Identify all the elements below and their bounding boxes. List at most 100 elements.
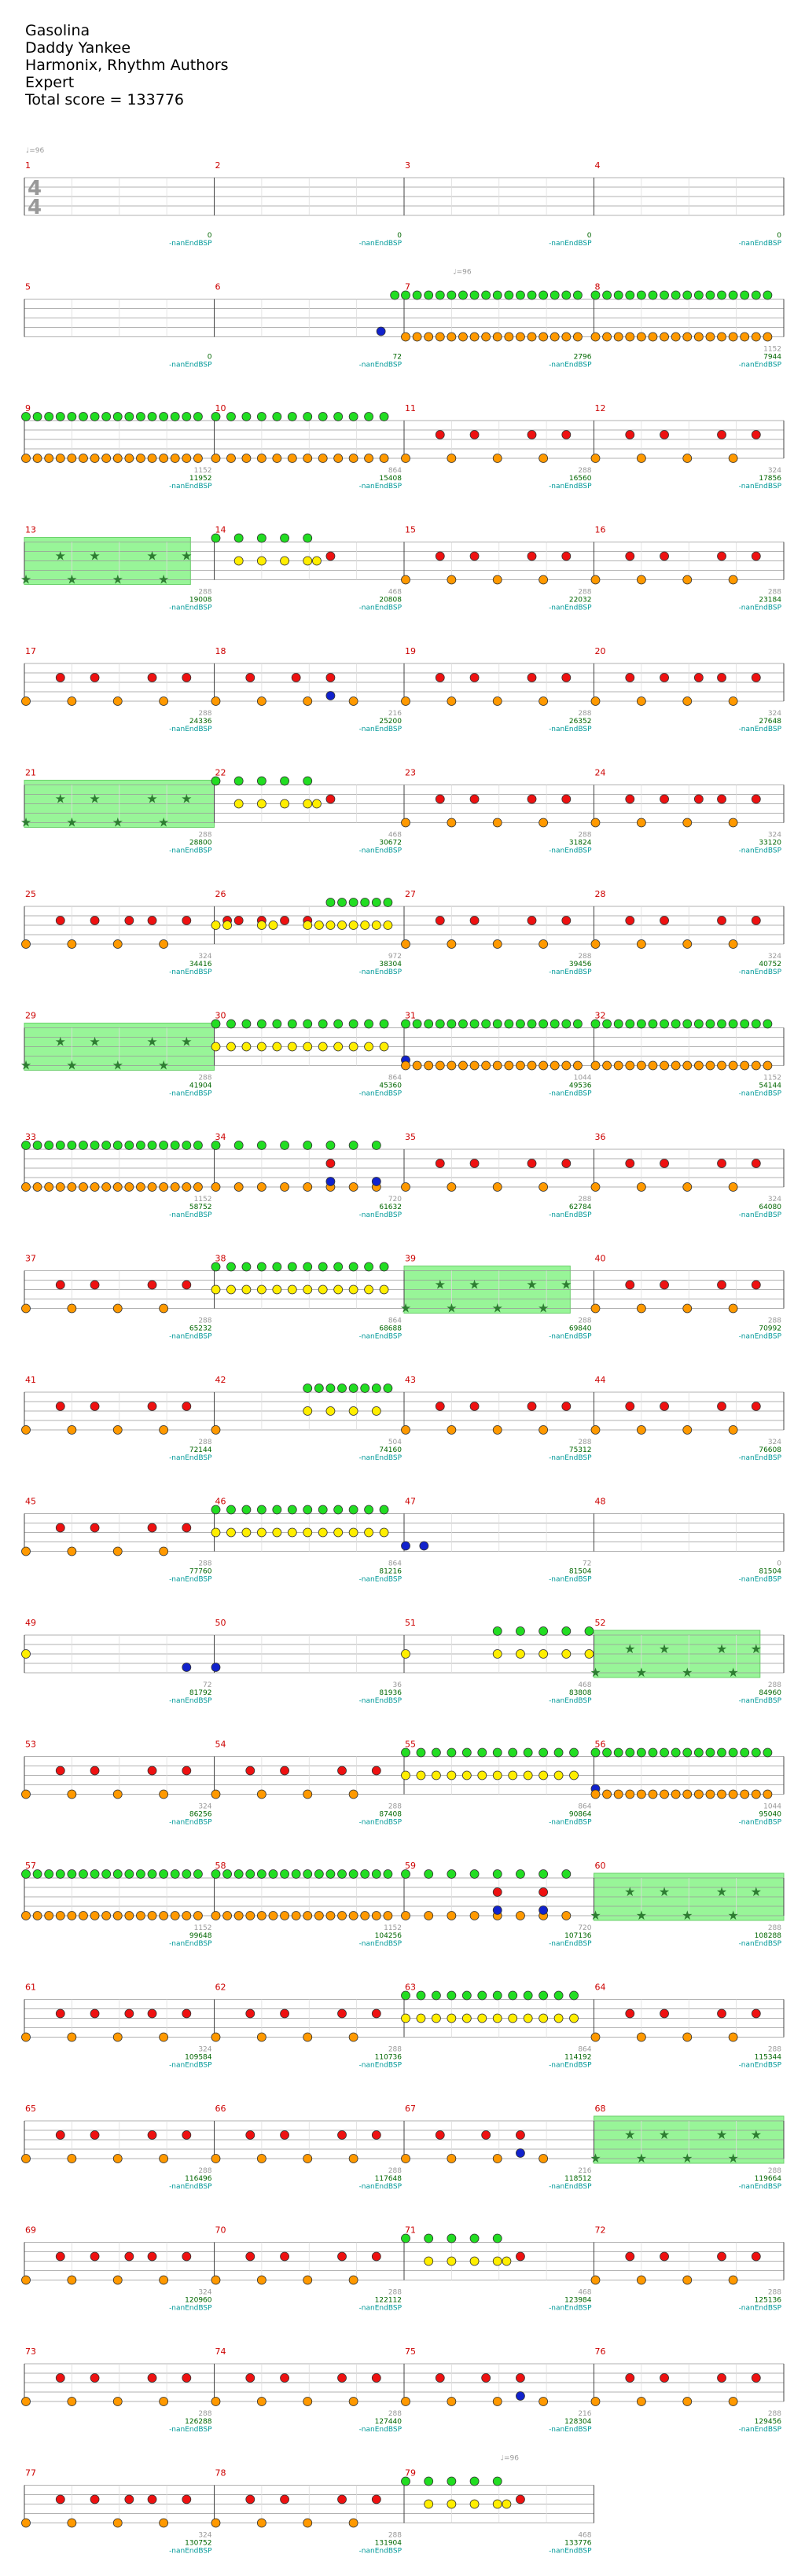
star-note-icon: ★ [682,1908,693,1923]
red-note [182,916,192,925]
orange-note [636,2275,646,2285]
star-note-icon: ★ [435,1277,446,1292]
orange-note [112,2154,123,2163]
measure-score: 126288 [185,2418,212,2426]
measure-nan: -nanEndBSP [549,968,592,976]
yellow-note [312,556,322,566]
red-note [371,2373,381,2383]
measure-number: 24 [595,768,606,778]
yellow-note [447,2499,457,2509]
red-note [371,2008,381,2019]
orange-note [55,1911,65,1920]
time-sig-numerator: 4 [28,177,42,200]
green-note [539,1626,549,1636]
green-note [280,1869,289,1879]
measure-number: 77 [25,2468,36,2479]
orange-note [55,1182,65,1192]
measure-number: 65 [25,2104,36,2114]
red-note [660,1159,669,1168]
green-note [303,1262,313,1272]
yellow-note [280,556,289,566]
orange-note [539,939,549,949]
red-note [561,551,572,561]
measure-score: 81936 [379,1689,402,1697]
orange-note [492,818,502,828]
yellow-note [539,1770,549,1780]
orange-note [21,1546,31,1556]
red-note [182,2251,192,2262]
measure-number: 18 [215,646,226,656]
orange-note [401,332,410,342]
green-note [539,1019,549,1029]
yellow-note [364,1042,373,1052]
orange-note [492,939,502,949]
orange-note [112,1425,123,1435]
orange-note [728,818,738,828]
measure-score: 0 [208,354,212,362]
red-note [147,2130,157,2140]
red-note [371,1766,381,1776]
yellow-note [492,2013,502,2023]
measure-nan: -nanEndBSP [169,240,212,248]
measure-score: 0 [777,232,781,240]
orange-note [602,1060,612,1071]
green-note [671,1019,681,1029]
green-note [469,1869,480,1879]
orange-note [751,332,761,342]
star-note-icon: ★ [538,1301,549,1316]
orange-note [447,1060,457,1071]
orange-note [412,1060,422,1071]
green-note [211,533,221,543]
measure-nan: -nanEndBSP [359,604,402,612]
green-note [124,412,134,421]
star-note-icon: ★ [636,2151,647,2166]
yellow-note [492,1770,502,1780]
green-note [523,1747,533,1758]
orange-note [303,2518,313,2528]
measure-number: 10 [215,403,226,413]
orange-note [147,1911,157,1920]
orange-note [636,696,646,706]
red-note [55,1766,65,1776]
red-note [124,2494,134,2504]
green-note [682,290,693,300]
orange-note [303,2154,313,2163]
orange-note [539,696,549,706]
measure-score: 87408 [379,1811,402,1819]
star-note-icon: ★ [55,1034,66,1049]
green-note [636,1747,646,1758]
measure-nan: -nanEndBSP [549,2426,592,2434]
measure-number: 55 [405,1740,416,1750]
yellow-note [553,2013,564,2023]
green-note [379,1262,389,1272]
orange-note [625,1789,635,1799]
measure-number: 44 [595,1375,606,1385]
measure-score: 22032 [569,597,592,604]
measure-number: 48 [595,1497,606,1507]
red-note [435,673,445,682]
green-note [159,1141,169,1150]
red-note [717,1402,726,1411]
orange-note [705,1060,715,1071]
green-note [112,1141,123,1150]
orange-note [728,1789,738,1799]
yellow-note [516,1649,525,1659]
orange-note [401,2397,410,2406]
measure-offset: 288 [578,710,591,718]
red-note [435,794,445,804]
measure-score: 31824 [569,840,592,847]
red-note [717,916,726,925]
measure-nan: -nanEndBSP [359,968,402,976]
measure-score: 95040 [759,1811,781,1819]
measure-score: 118512 [564,2175,591,2183]
green-note [182,412,192,421]
red-note [561,916,572,925]
orange-note [67,1546,77,1556]
orange-note [268,1911,278,1920]
